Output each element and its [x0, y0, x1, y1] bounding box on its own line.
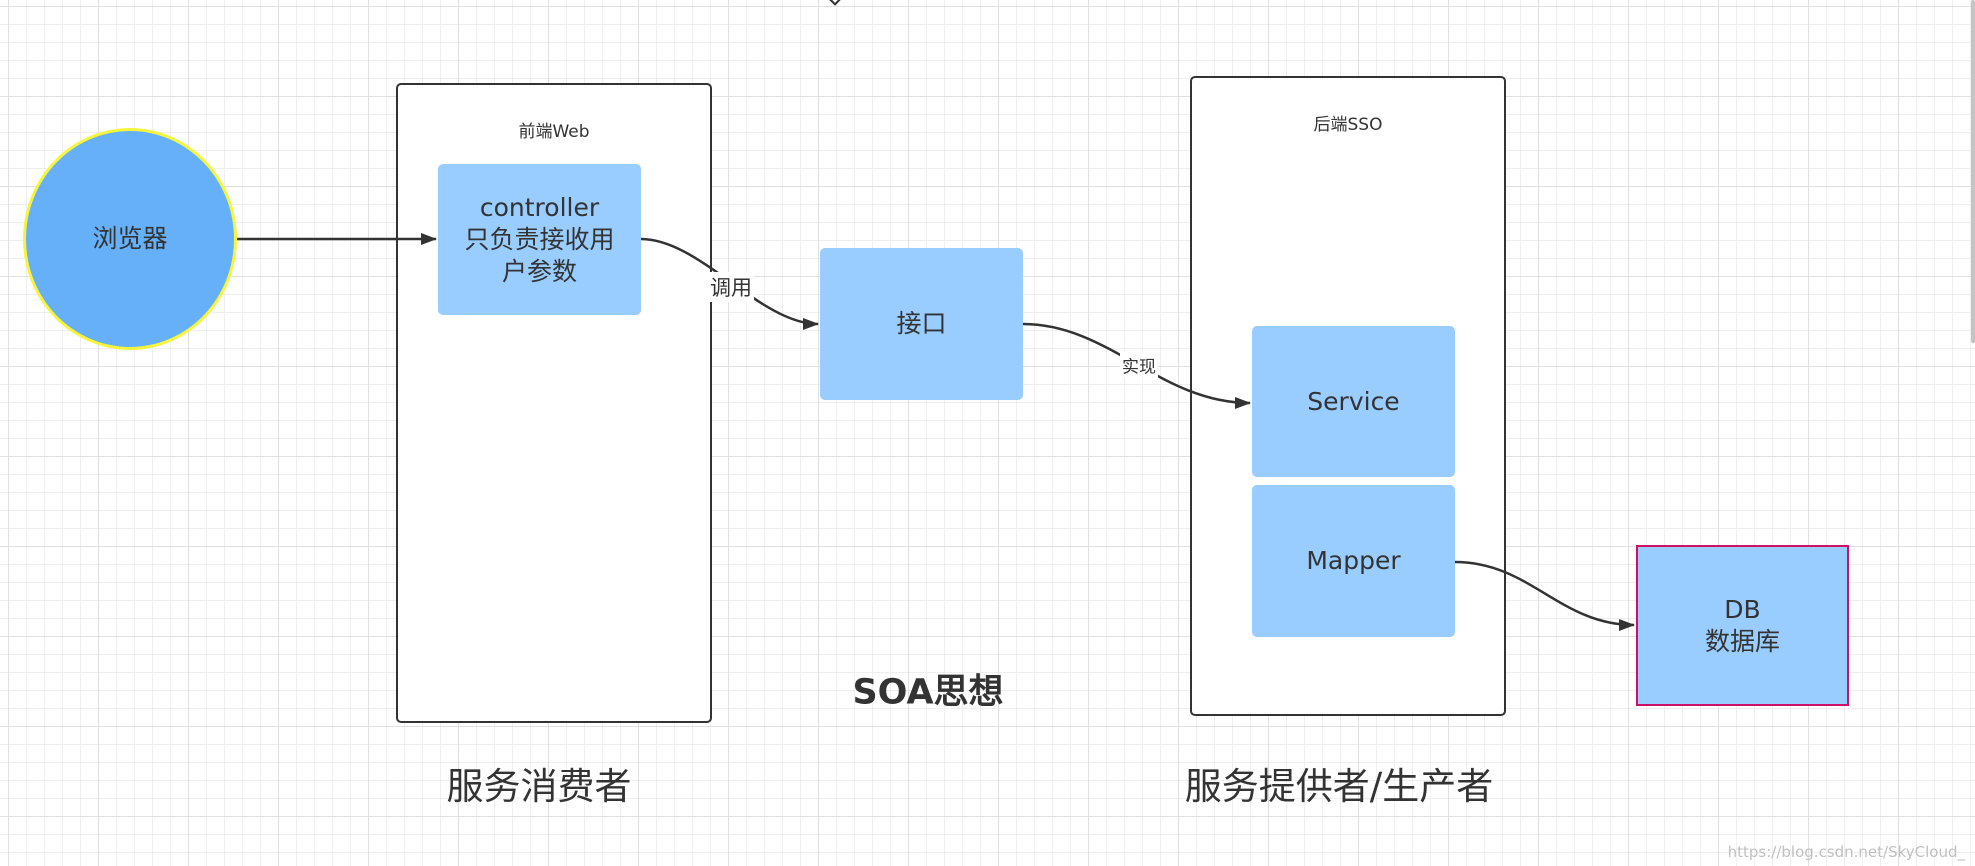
database-node-label: DB 数据库	[1704, 594, 1780, 656]
browser-node[interactable]: 浏览器	[23, 128, 237, 350]
controller-node-label: controller 只负责接收用 户参数	[464, 192, 615, 286]
service-node-label: Service	[1307, 386, 1400, 416]
edge-label-implement[interactable]: 实现	[1120, 352, 1158, 378]
interface-node[interactable]: 接口	[820, 248, 1023, 400]
service-provider-caption[interactable]: 服务提供者/生产者	[1184, 765, 1494, 808]
controller-node[interactable]: controller 只负责接收用 户参数	[438, 164, 641, 315]
connector-mapper-to-database[interactable]	[1454, 560, 1635, 631]
mapper-node[interactable]: Mapper	[1252, 485, 1455, 637]
service-node[interactable]: Service	[1252, 326, 1455, 477]
edge-label-call[interactable]: 调用	[708, 272, 754, 302]
mapper-node-label: Mapper	[1306, 546, 1401, 575]
vertical-scrollbar-thumb[interactable]	[1971, 0, 1975, 343]
browser-node-label: 浏览器	[92, 224, 168, 253]
diagram-title[interactable]: SOA思想	[852, 672, 1004, 713]
watermark: https://blog.csdn.net/SkyCloud_	[1727, 843, 1965, 861]
backend-sso-label: 后端SSO	[1313, 115, 1383, 135]
frontend-web-label: 前端Web	[518, 122, 590, 142]
interface-node-label: 接口	[896, 309, 947, 338]
database-node[interactable]: DB 数据库	[1636, 545, 1849, 706]
service-consumer-caption[interactable]: 服务消费者	[446, 765, 632, 808]
